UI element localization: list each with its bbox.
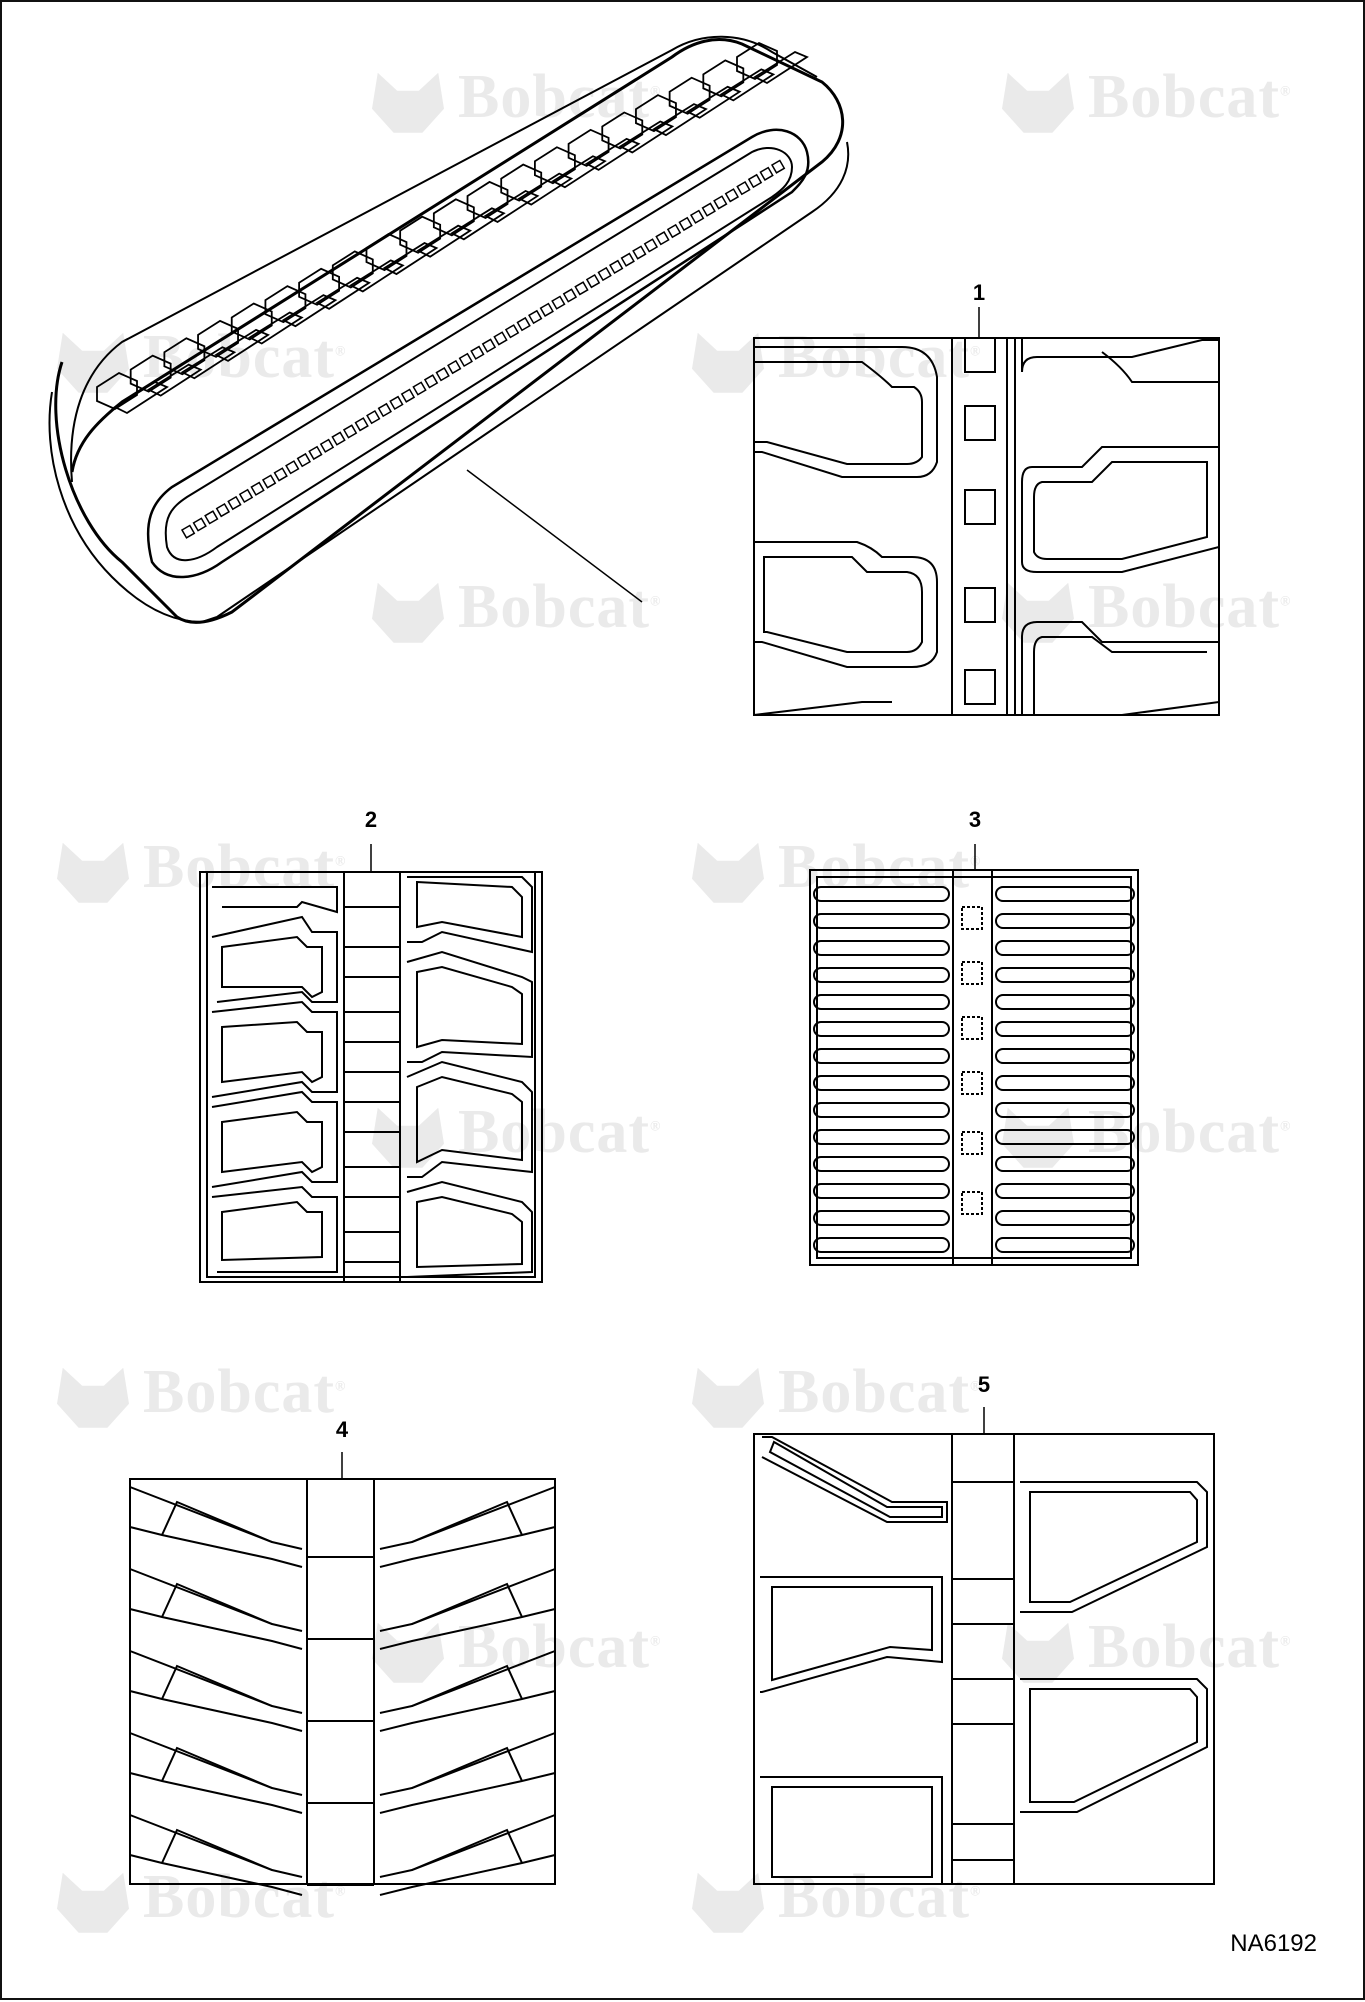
watermark: Bobcat® [57,1862,346,1933]
tread-pattern-4 [129,1478,556,1896]
watermark: Bobcat® [57,1357,346,1428]
callout-1: 1 [972,280,986,305]
tread-pattern-5 [753,1433,1215,1885]
tread-pattern-2 [199,871,543,1283]
drawing-number: NA6192 [1230,1930,1317,1957]
leader-line [466,469,643,603]
watermark: Bobcat® [692,1862,981,1933]
tread-pattern-1 [753,337,1220,716]
watermark: Bobcat® [372,572,661,643]
track-inner-guides [180,159,786,539]
callout-5: 5 [977,1372,991,1397]
callout-2: 2 [364,807,378,832]
watermark: Bobcat® [57,832,346,903]
watermark: Bobcat® [372,1097,661,1168]
watermark: Bobcat® [692,1357,981,1428]
watermark: Bobcat® [372,62,661,133]
callout-3: 3 [968,807,982,832]
callout-4: 4 [335,1417,349,1442]
watermark: Bobcat® [1002,62,1291,133]
tread-pattern-3 [809,869,1139,1266]
track-outer-lugs [96,41,809,415]
rubber-track-assembly [48,35,850,624]
